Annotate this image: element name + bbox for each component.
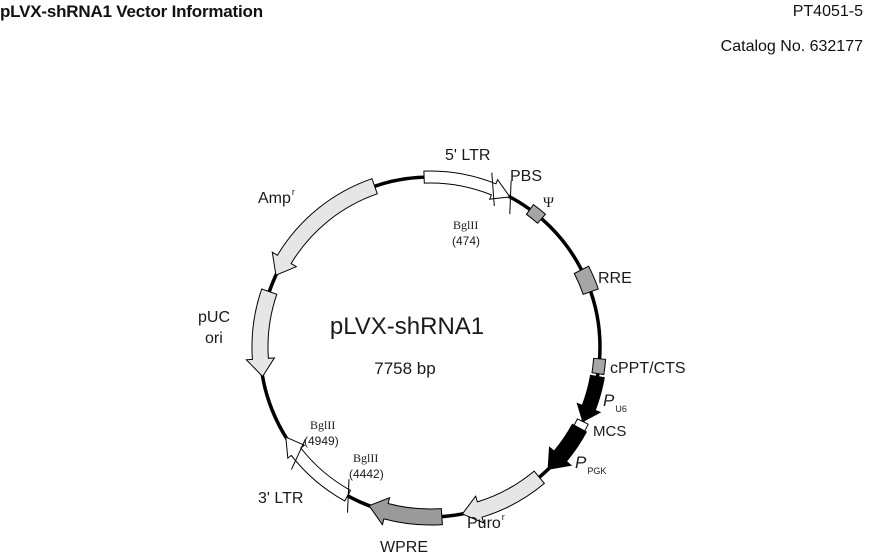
label-mcs: MCS <box>593 423 626 440</box>
label-ppgk-group: PPGK <box>575 453 606 476</box>
feature-puc-ori <box>245 288 278 378</box>
label-5ltr: 5' LTR <box>445 147 490 164</box>
feature-5ltr <box>423 170 511 200</box>
label-amp-sup: r <box>292 187 295 197</box>
site-bglii-4949-enzyme: BglII <box>310 418 335 432</box>
plasmid-name: pLVX-shRNA1 <box>330 313 484 340</box>
label-puro: Puro <box>467 515 501 532</box>
feature-pu6 <box>576 374 605 423</box>
site-bglii-474-position: (474) <box>452 234 480 248</box>
label-pu6: P <box>603 391 615 410</box>
site-pbs-tick <box>509 180 512 215</box>
label-puro-group: Puror <box>467 512 505 532</box>
label-wpre: WPRE <box>380 539 428 554</box>
label-ppgk: P <box>575 453 587 472</box>
feature-wpre <box>368 496 443 526</box>
label-puro-sup: r <box>502 512 505 522</box>
label-pu6-group: PU6 <box>603 391 627 414</box>
site-bglii-4442-enzyme: BglII <box>353 451 378 465</box>
feature-ppgk <box>547 423 588 470</box>
label-rre: RRE <box>598 270 632 287</box>
feature-cppt <box>591 357 607 376</box>
label-psi: Ψ <box>543 195 555 211</box>
label-pbs: PBS <box>510 168 542 185</box>
feature-rre <box>573 265 599 295</box>
label-ppgk-sub: PGK <box>587 466 606 476</box>
site-bglii-474-tick <box>491 172 495 207</box>
feature-psi <box>525 203 547 224</box>
site-bglii-4949-position: (4949) <box>304 434 339 448</box>
feature-puro <box>461 470 546 524</box>
site-bglii-474-enzyme: BglII <box>453 218 478 232</box>
label-pu6-sub: U6 <box>615 404 627 414</box>
plasmid-size: 7758 bp <box>374 359 435 378</box>
feature-amp <box>271 178 378 276</box>
page-title: pLVX-shRNA1 Vector Information <box>0 2 263 21</box>
label-3ltr: 3' LTR <box>258 490 303 507</box>
site-bglii-4442-position: (4442) <box>349 467 384 481</box>
label-ori: ori <box>205 330 223 347</box>
site-bglii-4442-tick <box>347 479 350 513</box>
label-puc: pUC <box>198 309 230 326</box>
label-amp: Amp <box>258 190 291 207</box>
label-amp-group: Ampr <box>258 187 295 207</box>
label-cppt: cPPT/CTS <box>610 360 686 377</box>
feature-3ltr <box>285 436 352 502</box>
catalog-number: Catalog No. 632177 <box>720 38 863 55</box>
document-number: PT4051-5 <box>792 3 863 20</box>
site-bglii-4949-tick <box>290 438 306 470</box>
